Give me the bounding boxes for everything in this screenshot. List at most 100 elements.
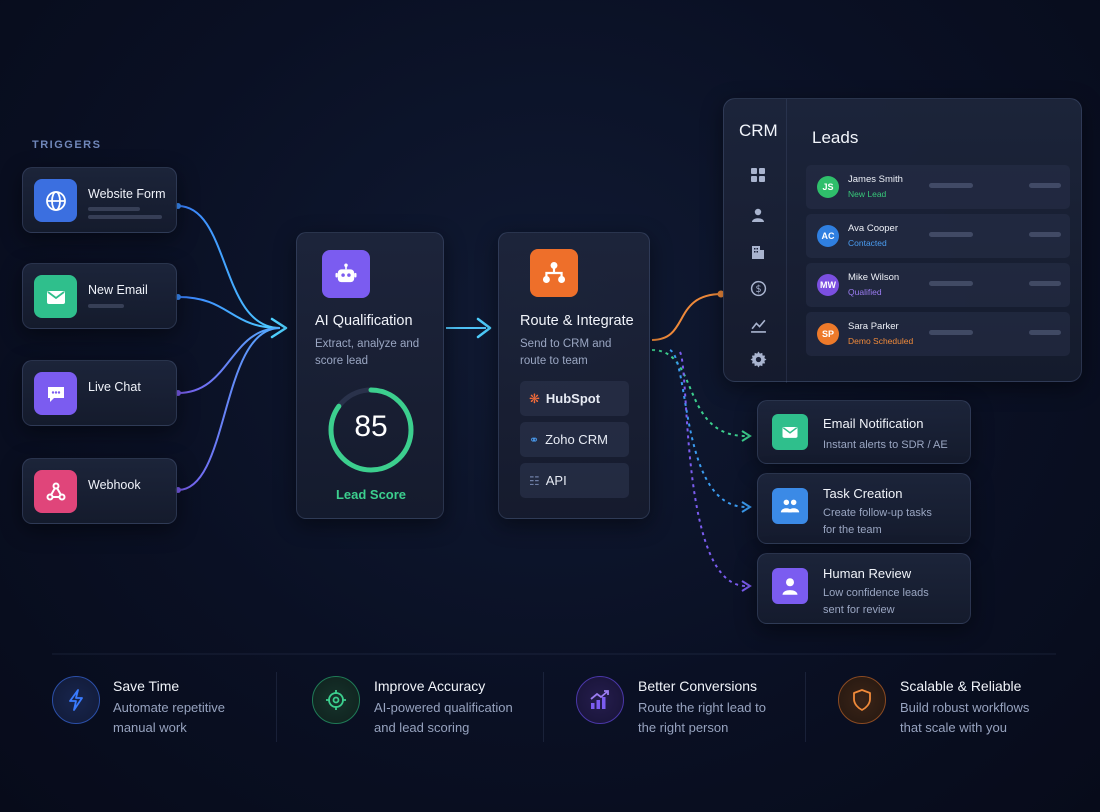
trigger-new-email[interactable]: New Email (22, 263, 177, 329)
hubspot-icon: ❋ (529, 390, 540, 406)
lightning-icon (52, 676, 100, 724)
user-icon[interactable] (748, 205, 768, 225)
action-email-notification[interactable]: Email Notification Instant alerts to SDR… (757, 400, 971, 464)
lead-name: Mike Wilson (848, 272, 900, 283)
integration-api[interactable]: ☷ API (520, 463, 629, 498)
lead-score-value: 85 (354, 410, 388, 443)
webhook-icon (34, 470, 77, 513)
action-desc: Instant alerts to SDR / AE (823, 439, 948, 451)
action-title: Human Review (823, 566, 912, 581)
benefit-desc: that scale with you (900, 720, 1007, 735)
lead-name: Ava Cooper (848, 223, 898, 234)
action-task-creation[interactable]: Task Creation Create follow-up tasks for… (757, 473, 971, 544)
triggers-label: TRIGGERS (32, 139, 102, 151)
benefit-title: Better Conversions (638, 678, 758, 694)
crm-panel: CRM Leads $ JS James Smith New Lead AC A… (723, 98, 1082, 383)
grid-icon[interactable] (748, 165, 768, 185)
avatar: JS (817, 176, 839, 198)
lead-name: Sara Parker (848, 321, 899, 332)
trigger-label: Website Form (88, 187, 166, 201)
lead-status: Demo Scheduled (848, 336, 914, 346)
trigger-webhook[interactable]: Webhook (22, 458, 177, 524)
connector-webhook (177, 327, 281, 491)
lead-status: Contacted (848, 238, 887, 248)
benefit-desc: and lead scoring (374, 720, 470, 735)
connector-route-crm (651, 293, 723, 341)
settings-icon[interactable] (748, 349, 768, 369)
connector-route-task (669, 349, 747, 508)
integration-zoho[interactable]: ⚭ Zoho CRM (520, 422, 629, 457)
node-subtitle: score lead (315, 355, 369, 367)
ai-qualification-node[interactable]: AI Qualification Extract, analyze and sc… (296, 232, 444, 519)
lead-row[interactable]: AC Ava Cooper Contacted (806, 214, 1070, 258)
shield-icon (838, 676, 886, 724)
person-icon (772, 568, 808, 604)
integration-label: API (545, 473, 567, 488)
action-desc: Low confidence leads (823, 587, 929, 599)
benefit-desc: Build robust workflows (900, 700, 1030, 715)
globe-icon (34, 179, 77, 222)
connector-route-review (679, 351, 747, 587)
benefit-desc: AI-powered qualification (374, 700, 513, 715)
team-icon (772, 488, 808, 524)
trigger-label: New Email (88, 283, 148, 297)
trigger-label: Webhook (88, 478, 141, 492)
connector-website-form (177, 205, 281, 329)
node-subtitle: Extract, analyze and (315, 338, 420, 350)
action-title: Task Creation (823, 486, 903, 501)
integration-label: HubSpot (545, 391, 601, 406)
benefit-title: Improve Accuracy (374, 678, 486, 694)
benefit-desc: Automate repetitive (113, 700, 226, 715)
avatar: AC (817, 225, 839, 247)
benefit-desc: the right person (638, 720, 729, 735)
benefit-desc: manual work (113, 720, 187, 735)
lead-row[interactable]: MW Mike Wilson Qualified (806, 263, 1070, 307)
lead-score-label: Lead Score (335, 487, 407, 502)
robot-icon (322, 250, 370, 298)
action-desc: sent for review (823, 604, 895, 616)
benefit-title: Scalable & Reliable (900, 678, 1022, 694)
connector-new-email (177, 296, 281, 329)
lead-status: Qualified (848, 287, 882, 297)
mail-icon (772, 414, 808, 450)
lead-row[interactable]: JS James Smith New Lead (806, 165, 1070, 209)
integration-hubspot[interactable]: ❋ HubSpot (520, 381, 629, 416)
chat-icon (34, 372, 77, 415)
action-human-review[interactable]: Human Review Low confidence leads sent f… (757, 553, 971, 624)
mail-icon (34, 275, 77, 318)
crm-title: CRM (739, 121, 778, 140)
action-title: Email Notification (823, 416, 924, 431)
avatar: MW (817, 274, 839, 296)
building-icon[interactable] (748, 242, 768, 262)
lead-status: New Lead (848, 189, 887, 199)
benefit-title: Save Time (113, 678, 180, 694)
link-icon: ⚭ (529, 432, 540, 447)
target-icon (312, 676, 360, 724)
database-icon: ☷ (529, 473, 540, 488)
score-ring (328, 387, 414, 473)
growth-icon (576, 676, 624, 724)
node-subtitle: Send to CRM and (520, 338, 612, 350)
action-desc: for the team (823, 524, 882, 536)
avatar: SP (817, 323, 839, 345)
integration-label: Zoho CRM (545, 432, 608, 447)
arrow-head-route (476, 317, 492, 339)
chart-icon[interactable] (748, 314, 768, 334)
lead-row[interactable]: SP Sara Parker Demo Scheduled (806, 312, 1070, 356)
lead-name: James Smith (848, 174, 903, 185)
trigger-live-chat[interactable]: Live Chat (22, 360, 177, 426)
leads-title: Leads (812, 128, 859, 147)
node-subtitle: route to team (520, 355, 588, 367)
connector-route-email (651, 349, 747, 437)
trigger-website-form[interactable]: Website Form (22, 167, 177, 233)
route-integrate-node[interactable]: Route & Integrate Send to CRM and route … (498, 232, 650, 519)
benefit-desc: Route the right lead to (638, 700, 766, 715)
connector-live-chat (177, 327, 281, 394)
dollar-icon[interactable]: $ (748, 278, 768, 298)
node-title: Route & Integrate (520, 313, 634, 329)
arrow-head-ai (270, 317, 288, 339)
node-title: AI Qualification (315, 313, 413, 329)
hierarchy-icon (530, 249, 578, 297)
action-desc: Create follow-up tasks (823, 507, 932, 519)
